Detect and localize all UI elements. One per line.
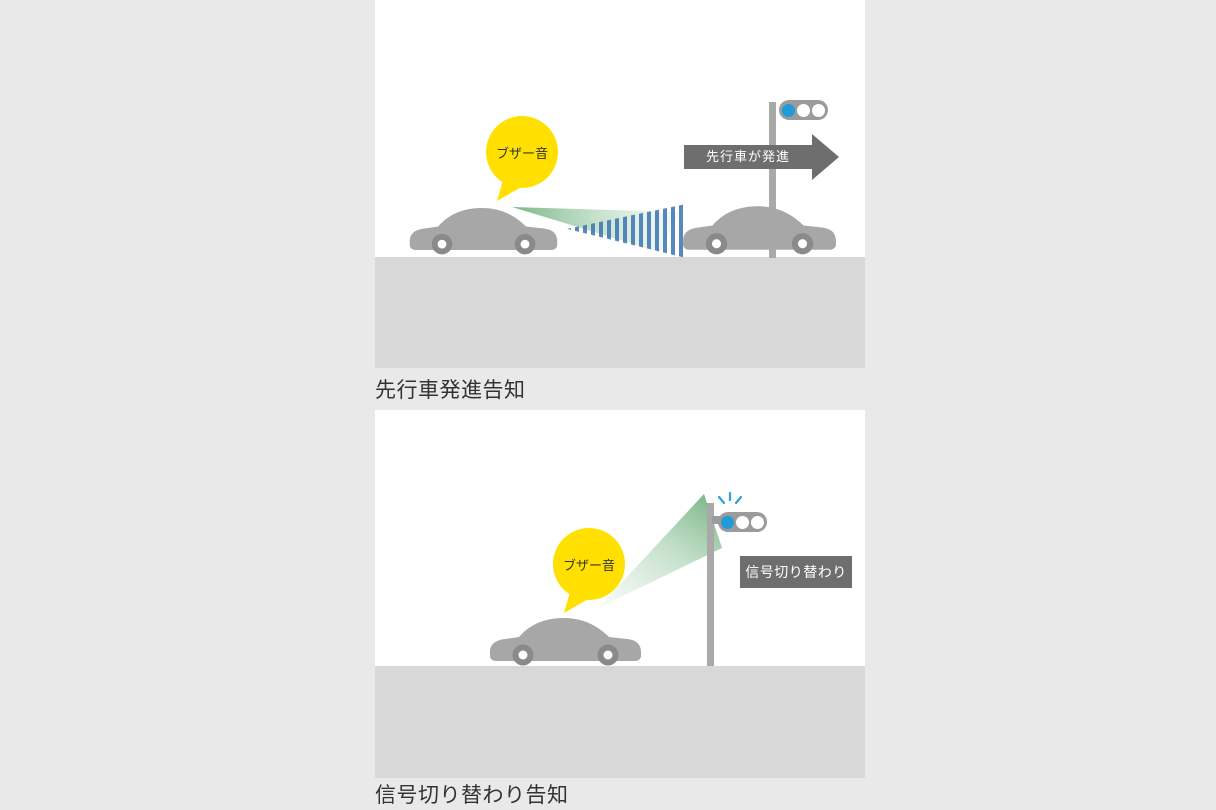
sensor-beam-icon: [598, 494, 722, 608]
panel-signal-change: 信号切り替わり ブザー音: [375, 410, 865, 778]
signal-lamp-lit: [782, 103, 795, 117]
road: [375, 666, 865, 778]
traffic-light-icon: [779, 100, 828, 120]
leading-car-icon: [683, 206, 836, 255]
signal-change-label: 信号切り替わり: [740, 556, 852, 588]
departure-arrow-label: 先行車が発進: [684, 145, 812, 169]
departure-arrow-head-icon: [812, 134, 839, 180]
signal-lamp-off: [736, 515, 749, 529]
signal-lamp-lit: [721, 515, 734, 529]
blink-sparkle-icon: [717, 492, 743, 505]
signal-lamp-off: [812, 103, 825, 117]
road: [375, 257, 865, 368]
departure-arrow: 先行車が発進: [684, 134, 839, 180]
panel-leading-car-departure: 先行車が発進: [375, 0, 865, 368]
buzzer-bubble: ブザー音: [486, 116, 558, 201]
figure-column: 先行車が発進: [375, 0, 865, 810]
bubble-tail-icon: [497, 181, 522, 201]
signal-bracket-icon: [712, 516, 720, 524]
buzzer-bubble-label: ブザー音: [495, 145, 548, 161]
signal-pole-icon: [769, 102, 776, 258]
traffic-light-icon: [718, 512, 767, 532]
own-car-icon: [490, 618, 641, 666]
signal-lamp-off: [751, 515, 764, 529]
own-car-icon: [409, 207, 558, 255]
signal-pole-icon: [707, 503, 714, 666]
buzzer-bubble-label: ブザー音: [562, 557, 615, 573]
buzzer-bubble: ブザー音: [553, 528, 625, 613]
signal-lamp-off: [797, 103, 810, 117]
caption-leading-car-departure: 先行車発進告知: [375, 379, 526, 402]
caption-signal-change: 信号切り替わり告知: [375, 784, 569, 807]
